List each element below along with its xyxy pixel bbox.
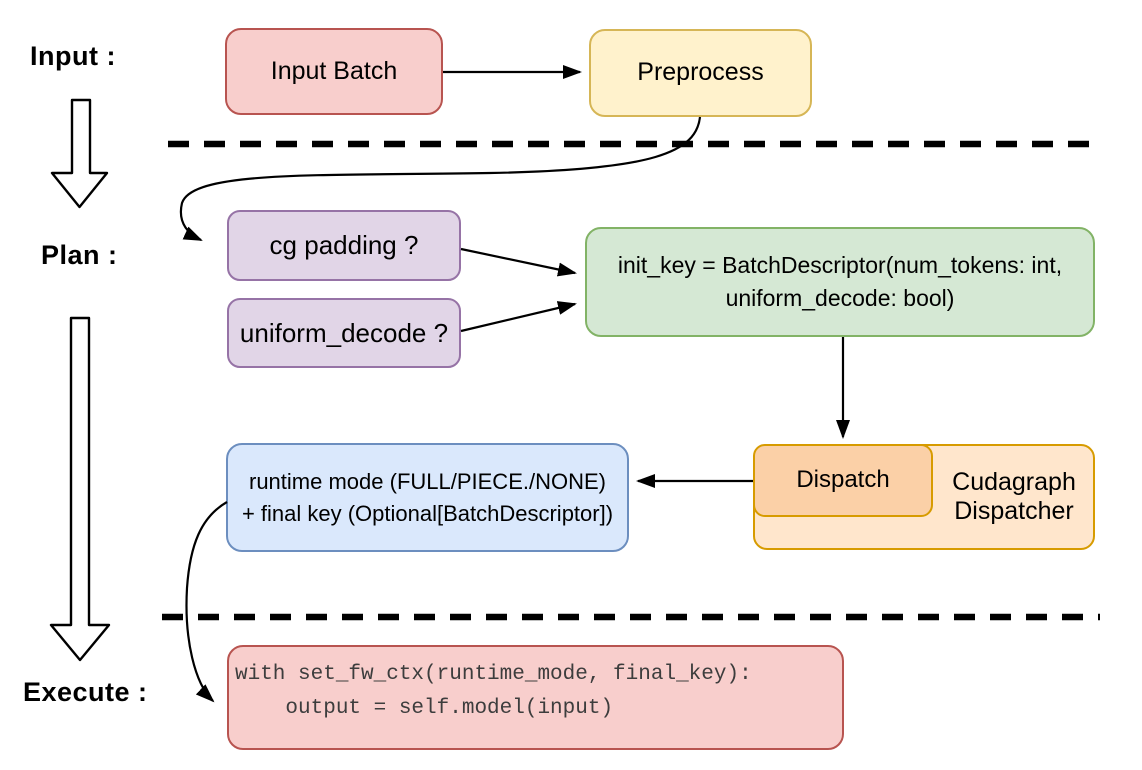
- node-runtime-line2: + final key (Optional[BatchDescriptor]): [241, 500, 614, 526]
- stage-label-execute: Execute :: [23, 677, 148, 707]
- node-init-key-line1: init_key = BatchDescriptor(num_tokens: i…: [617, 252, 1063, 279]
- cudagraph-dispatcher-caption: Cudagraph Dispatcher: [933, 444, 1095, 550]
- arrow-uniformdecode-to-initkey: [460, 301, 577, 333]
- node-input-batch-label: Input Batch: [270, 56, 398, 85]
- node-preprocess-label: Preprocess: [637, 58, 764, 87]
- node-cg-padding: cg padding ?: [227, 210, 461, 281]
- node-dispatch: Dispatch: [753, 444, 933, 517]
- node-execute-code: with set_fw_ctx(runtime_mode, final_key)…: [227, 645, 844, 750]
- cudagraph-dispatcher-line1: Cudagraph: [952, 468, 1076, 496]
- execute-code-line1: with set_fw_ctx(runtime_mode, final_key)…: [235, 662, 752, 686]
- node-preprocess: Preprocess: [589, 29, 812, 117]
- node-runtime-mode: runtime mode (FULL/PIECE./NONE) + final …: [226, 443, 629, 552]
- cudagraph-dispatcher-line2: Dispatcher: [954, 497, 1074, 525]
- node-init-key-line2: uniform_decode: bool): [725, 285, 955, 311]
- node-runtime-line1: runtime mode (FULL/PIECE./NONE): [249, 469, 606, 495]
- node-input-batch: Input Batch: [225, 28, 443, 115]
- stage-arrow-plan-icon: [49, 316, 111, 662]
- arrow-cgpadding-to-initkey: [460, 247, 577, 277]
- node-uniform-decode-label: uniform_decode ?: [239, 317, 449, 348]
- arrow-runtime-to-executecode: [185, 501, 228, 703]
- node-dispatch-label: Dispatch: [796, 466, 890, 494]
- stage-arrow-input-icon: [50, 98, 109, 209]
- execute-code-line2: output = self.model(input): [235, 696, 614, 720]
- node-init-key: init_key = BatchDescriptor(num_tokens: i…: [585, 227, 1095, 337]
- stage-label-input: Input :: [30, 41, 116, 71]
- node-cg-padding-label: cg padding ?: [269, 230, 419, 261]
- node-uniform-decode: uniform_decode ?: [227, 298, 461, 368]
- stage-label-plan: Plan :: [41, 240, 118, 270]
